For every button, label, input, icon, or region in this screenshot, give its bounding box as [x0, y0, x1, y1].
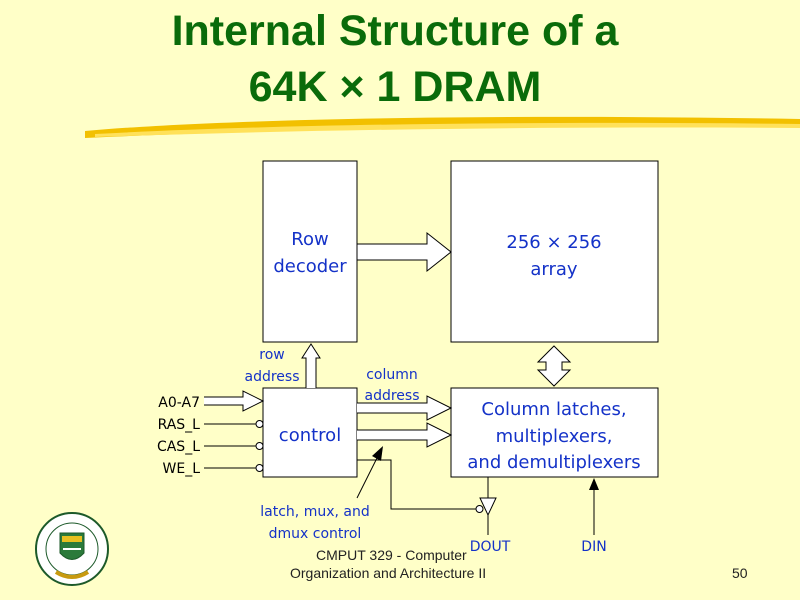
- title-underline-brush: [85, 116, 800, 138]
- column-address-arrow-1: [357, 395, 453, 421]
- din-label: DIN: [581, 539, 606, 555]
- latch-control-pointer-arrow: [356, 446, 383, 499]
- latch-label-1: latch, mux, and: [260, 504, 369, 520]
- row-address-label-1: row: [259, 347, 284, 363]
- control-label: control: [279, 425, 341, 446]
- row-decoder-label-1: Row: [291, 229, 328, 250]
- array-column-bidirectional-arrow: [536, 345, 572, 387]
- row-decoder-box: [262, 160, 358, 343]
- we-bubble: [255, 464, 264, 472]
- cas-bubble: [255, 442, 264, 450]
- din-arrowhead: [589, 478, 599, 490]
- array-label-2: array: [530, 259, 578, 280]
- row-address-arrow: [301, 343, 321, 388]
- row-address-label-2: address: [244, 369, 299, 385]
- a0-a7-input-arrow: [204, 390, 265, 412]
- tristate-enable-bubble: [475, 505, 484, 513]
- input-label-a0-a7: A0-A7: [158, 395, 200, 411]
- array-label-1: 256 × 256: [506, 232, 601, 253]
- column-address-arrow-2: [357, 422, 453, 448]
- latch-label-2: dmux control: [269, 526, 362, 542]
- dout-label: DOUT: [470, 539, 511, 555]
- column-address-label-1: column: [366, 367, 418, 383]
- column-block-label-3: and demultiplexers: [467, 452, 640, 473]
- page-number: 50: [732, 565, 748, 581]
- dout-tristate-buffer: [479, 497, 497, 517]
- column-block-label-1: Column latches,: [481, 399, 626, 420]
- row-decoder-label-2: decoder: [273, 256, 347, 277]
- tristate-enable-line: [357, 459, 476, 510]
- ras-bubble: [255, 420, 264, 428]
- footer-line-1: CMPUT 329 - Computer: [316, 547, 467, 563]
- decoder-to-array-arrow: [356, 231, 452, 273]
- input-label-cas: CAS_L: [157, 439, 200, 455]
- column-latches-box: [450, 387, 659, 478]
- column-address-label-2: address: [364, 388, 419, 404]
- input-label-we: WE_L: [163, 461, 201, 477]
- input-label-ras: RAS_L: [158, 417, 201, 433]
- array-box: [450, 160, 659, 343]
- slide-title-line-1: Internal Structure of a: [171, 7, 619, 55]
- slide-title-line-2: 64K × 1 DRAM: [248, 63, 542, 111]
- column-block-label-2: multiplexers,: [496, 426, 613, 447]
- university-of-alberta-crest-icon: [35, 512, 109, 586]
- footer-line-2: Organization and Architecture II: [290, 565, 487, 581]
